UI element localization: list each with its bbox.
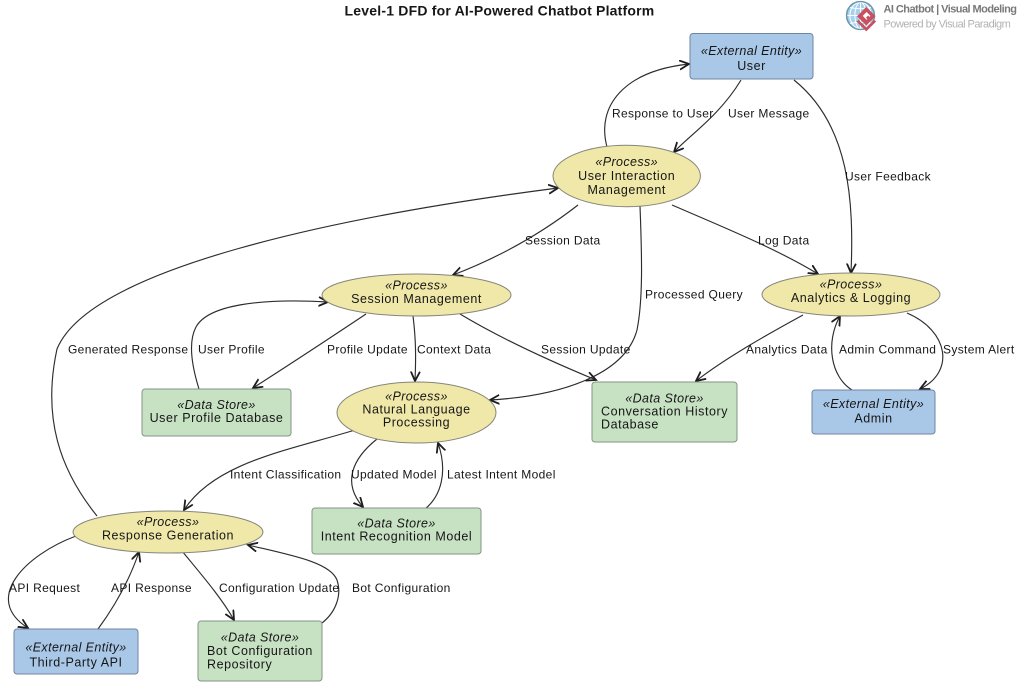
svg-text:Session Data: Session Data bbox=[525, 234, 601, 248]
svg-text:«Data Store»: «Data Store» bbox=[177, 398, 255, 412]
svg-text:API Response: API Response bbox=[111, 581, 192, 595]
svg-text:Repository: Repository bbox=[207, 658, 272, 672]
svg-text:User Message: User Message bbox=[728, 107, 810, 121]
svg-text:Session Update: Session Update bbox=[541, 343, 631, 357]
svg-text:Admin Command: Admin Command bbox=[839, 343, 936, 357]
svg-text:User Profile Database: User Profile Database bbox=[150, 411, 284, 425]
svg-text:Updated Model: Updated Model bbox=[351, 468, 437, 482]
svg-text:Latest Intent Model: Latest Intent Model bbox=[447, 468, 556, 482]
svg-text:«Data Store»: «Data Store» bbox=[357, 517, 435, 531]
svg-text:Database: Database bbox=[601, 418, 659, 432]
svg-text:Intent Recognition Model: Intent Recognition Model bbox=[321, 530, 472, 544]
svg-text:User Profile: User Profile bbox=[198, 343, 265, 357]
svg-text:«Process»: «Process» bbox=[385, 390, 448, 404]
svg-text:«Process»: «Process» bbox=[820, 278, 883, 292]
svg-text:User Interaction: User Interaction bbox=[578, 169, 675, 183]
svg-text:«External Entity»: «External Entity» bbox=[823, 397, 924, 411]
svg-text:«External Entity»: «External Entity» bbox=[25, 641, 126, 655]
svg-text:«Process»: «Process» bbox=[385, 279, 448, 293]
svg-text:«Process»: «Process» bbox=[137, 515, 200, 529]
svg-text:Log Data: Log Data bbox=[758, 234, 810, 248]
svg-text:Powered by Visual Paradigm: Powered by Visual Paradigm bbox=[884, 19, 1011, 31]
svg-text:Processed Query: Processed Query bbox=[645, 288, 743, 302]
svg-text:Natural Language: Natural Language bbox=[362, 403, 470, 417]
svg-text:«External Entity»: «External Entity» bbox=[701, 44, 802, 58]
svg-text:«Data Store»: «Data Store» bbox=[221, 631, 299, 645]
svg-text:Intent Classification: Intent Classification bbox=[230, 468, 341, 482]
svg-text:Context Data: Context Data bbox=[417, 343, 491, 357]
svg-text:Bot Configuration: Bot Configuration bbox=[207, 644, 313, 658]
svg-text:Analytics & Logging: Analytics & Logging bbox=[791, 291, 911, 305]
svg-text:User Feedback: User Feedback bbox=[845, 170, 932, 184]
svg-text:Third-Party API: Third-Party API bbox=[30, 656, 123, 670]
svg-text:Profile Update: Profile Update bbox=[327, 343, 408, 357]
svg-text:Response Generation: Response Generation bbox=[102, 529, 234, 543]
svg-text:Processing: Processing bbox=[383, 416, 450, 430]
svg-text:Session Management: Session Management bbox=[351, 292, 482, 306]
svg-text:Level-1 DFD for AI-Powered Cha: Level-1 DFD for AI-Powered Chatbot Platf… bbox=[345, 3, 655, 19]
svg-text:Admin: Admin bbox=[854, 412, 892, 426]
svg-text:«Process»: «Process» bbox=[595, 155, 658, 169]
svg-text:Management: Management bbox=[587, 183, 665, 197]
svg-text:«Data Store»: «Data Store» bbox=[625, 392, 703, 406]
svg-text:Bot Configuration: Bot Configuration bbox=[352, 581, 451, 595]
svg-text:Configuration Update: Configuration Update bbox=[219, 581, 339, 595]
svg-text:Analytics Data: Analytics Data bbox=[746, 343, 828, 357]
svg-text:API Request: API Request bbox=[9, 581, 81, 595]
svg-text:AI Chatbot | Visual Modeling: AI Chatbot | Visual Modeling bbox=[884, 4, 1017, 16]
svg-text:Conversation History: Conversation History bbox=[601, 405, 728, 419]
svg-text:User: User bbox=[737, 59, 766, 73]
svg-text:Generated Response: Generated Response bbox=[68, 343, 188, 357]
svg-text:Response to User: Response to User bbox=[612, 107, 714, 121]
svg-text:System Alert: System Alert bbox=[943, 343, 1015, 357]
